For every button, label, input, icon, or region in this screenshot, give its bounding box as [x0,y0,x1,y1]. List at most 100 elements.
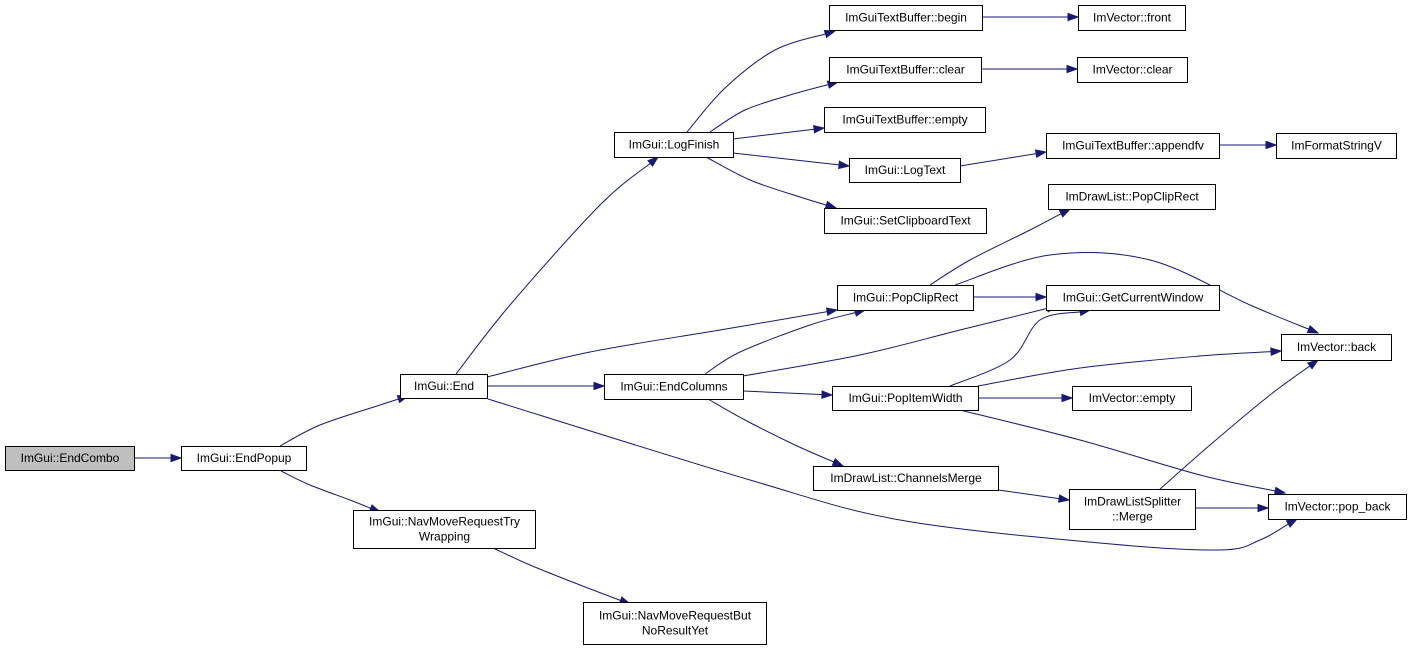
graph-node-vec-front[interactable]: ImVector::front [1078,5,1186,31]
edge-logfinish-to-logtext [732,152,851,170]
edge-navwrap-to-navbut [492,547,632,605]
graph-node-formatstringv[interactable]: ImFormatStringV [1276,133,1397,159]
graph-node-tb-appendfv[interactable]: ImGuiTextBuffer::appendfv [1046,133,1220,159]
edge-line [732,152,841,166]
graph-node-tb-empty[interactable]: ImGuiTextBuffer::empty [824,107,986,133]
arrowhead-icon [1061,393,1074,403]
node-label: ImGui::LogText [865,163,946,177]
arrowhead-icon [1035,292,1048,302]
edge-logfinish-to-setclip [705,156,838,210]
node-label: ImGui::EndPopup [197,451,292,465]
node-label: ImVector::back [1297,340,1377,354]
node-label: ImGuiTextBuffer::empty [842,113,967,127]
graph-node-vec-clear[interactable]: ImVector::clear [1077,57,1188,83]
arrowhead-icon [813,124,826,134]
edge-end-to-endcolumns [487,381,606,391]
arrowhead-icon [838,160,851,170]
graph-node-popitemwidth[interactable]: ImGui::PopItemWidth [832,386,979,411]
node-label: ::Merge [1112,510,1153,524]
graph-node-logfinish[interactable]: ImGui::LogFinish [614,132,734,158]
node-box [1069,489,1196,530]
edge-end-to-popcliprect [486,307,839,378]
edge-line [279,398,400,447]
edge-logtext-to-tb_appendfv [959,149,1048,167]
node-box [1046,133,1220,159]
graph-node-vec-back[interactable]: ImVector::back [1281,334,1392,361]
node-label: ImGuiTextBuffer::begin [845,11,967,25]
arrowhead-icon [593,381,606,391]
graph-node-dl-popcliprect[interactable]: ImDrawList::PopClipRect [1048,184,1216,210]
node-label: ImGui::GetCurrentWindow [1063,291,1204,305]
edge-popitemwidth-to-vec_popback [959,409,1287,496]
graph-node-setclip[interactable]: ImGui::SetClipboardText [824,208,987,234]
node-box [1078,5,1186,31]
nodes-layer: ImGui::EndCombo ImGui::EndPopup ImGui::End… [5,5,1407,645]
node-label: NoResultYet [642,624,709,638]
graph-node-popcliprect[interactable]: ImGui::PopClipRect [837,285,974,311]
graph-node-endcolumns[interactable]: ImGui::EndColumns [604,374,744,400]
node-label: ImGui::End [414,379,474,393]
node-box [400,374,488,399]
arrowhead-icon [821,390,834,399]
edge-line [959,409,1277,492]
node-label: ImVector::clear [1092,63,1172,77]
arrowhead-icon [1257,503,1270,513]
graph-node-logtext[interactable]: ImGui::LogText [849,158,961,183]
arrowhead-icon [1306,325,1320,334]
node-label: ImVector::pop_back [1284,500,1391,514]
arrowhead-icon [1306,359,1320,370]
node-box [1268,494,1407,520]
node-label: ImGui::SetClipboardText [840,214,971,228]
edge-line [929,212,1063,286]
arrowhead-icon [824,200,838,210]
arrowhead-icon [1067,12,1080,22]
arrowhead-icon [1270,347,1283,356]
node-box [1077,57,1188,83]
edge-line [705,156,828,206]
graph-node-endpopup[interactable]: ImGui::EndPopup [181,446,307,471]
node-box [583,602,767,645]
graph-node-endcombo[interactable]: ImGui::EndCombo [5,446,135,471]
graph-node-tb-clear[interactable]: ImGuiTextBuffer::clear [829,57,982,83]
graph-node-vec-empty[interactable]: ImVector::empty [1072,386,1192,411]
edge-tb_clear-to-vec_clear [981,64,1079,74]
edge-endcolumns-to-channelsmerge [707,398,845,467]
node-box [1072,386,1192,411]
edge-popcliprect-to-getcurwin [973,292,1048,302]
edge-logfinish-to-tb_begin [686,30,837,133]
edge-line [492,547,622,602]
edge-logfinish-to-tb_empty [732,124,826,140]
node-label: ImGui::PopItemWidth [848,391,962,405]
node-label: ImGui::PopClipRect [853,291,959,305]
node-box [813,466,999,491]
graph-node-channelsmerge[interactable]: ImDrawList::ChannelsMerge [813,466,999,491]
arrowhead-icon [1034,149,1048,158]
node-box [829,5,983,31]
graph-node-splitter-merge[interactable]: ImDrawListSplitter::Merge [1069,489,1196,530]
node-label: ImGui::EndColumns [620,380,727,394]
node-box [1281,334,1392,361]
node-box [832,386,979,411]
edge-line [455,162,652,375]
edge-splitter_merge-to-vec_popback [1195,503,1270,513]
edge-endpopup-to-end [279,395,410,447]
node-box [353,510,536,549]
node-box [849,158,961,183]
edge-line [954,252,1310,331]
arrowhead-icon [170,453,183,463]
graph-node-getcurwin[interactable]: ImGui::GetCurrentWindow [1046,285,1220,311]
node-box [824,208,987,234]
node-label: ImDrawList::PopClipRect [1065,190,1199,204]
arrowhead-icon [1066,64,1079,74]
arrowhead-icon [1058,208,1072,218]
edge-tb_begin-to-vec_front [982,12,1080,22]
edge-endcolumns-to-getcurwin [742,304,1059,377]
edge-splitter_merge-to-vec_back [1159,359,1320,490]
graph-node-end[interactable]: ImGui::End [400,374,488,399]
graph-node-vec-popback[interactable]: ImVector::pop_back [1268,494,1407,520]
edge-endpopup-to-navwrap [280,470,382,513]
graph-node-tb-begin[interactable]: ImGuiTextBuffer::begin [829,5,983,31]
node-label: ImGuiTextBuffer::appendfv [1062,139,1204,153]
